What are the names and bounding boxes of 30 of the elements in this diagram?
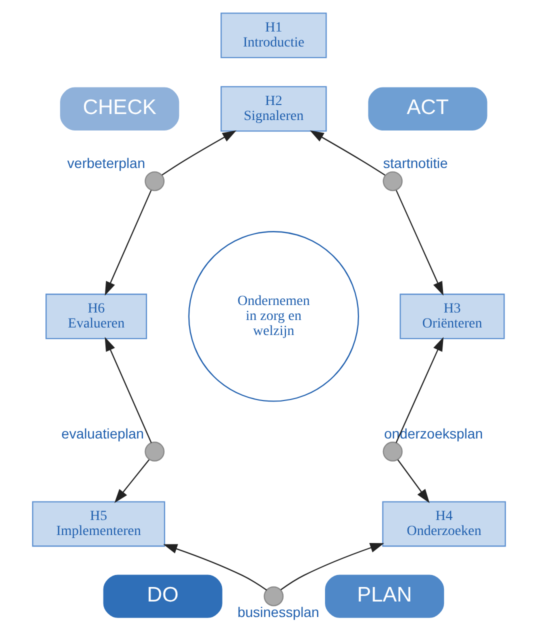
arrow [396,190,444,296]
node-box: H4 Onderzoeken [382,501,506,547]
node-circle [264,586,284,606]
node-label: businessplan [237,604,320,620]
node-circle [382,442,403,462]
node-label: verbeterplan [67,154,146,171]
node-box: CHECK [60,87,180,130]
node-circle [144,171,165,192]
node-box: H6 Evalueren [46,294,148,340]
arrow [397,459,430,504]
node-circle [382,171,403,192]
arrow [114,459,150,504]
node-label: evaluatieplan [61,425,144,442]
node-label: startnotitie [383,154,448,171]
node-circle [144,442,165,462]
node-box: H1 Introductie [220,12,327,58]
node-box: H2 Signaleren [220,86,327,132]
arrow [280,543,384,590]
node-box: DO [103,574,222,618]
arrow [310,130,386,176]
node-box: H3 Oriënteren [400,294,505,340]
arrow [163,544,268,591]
node-box: PLAN [325,574,444,618]
arrow [104,190,152,296]
arrow [162,130,236,176]
arrow [396,337,444,443]
node-box: H5 Implementeren [32,501,166,547]
node-box: ACT [368,87,488,130]
arrow [104,337,152,443]
node-circle: Ondernemen in zorg en welzijn [188,231,360,402]
